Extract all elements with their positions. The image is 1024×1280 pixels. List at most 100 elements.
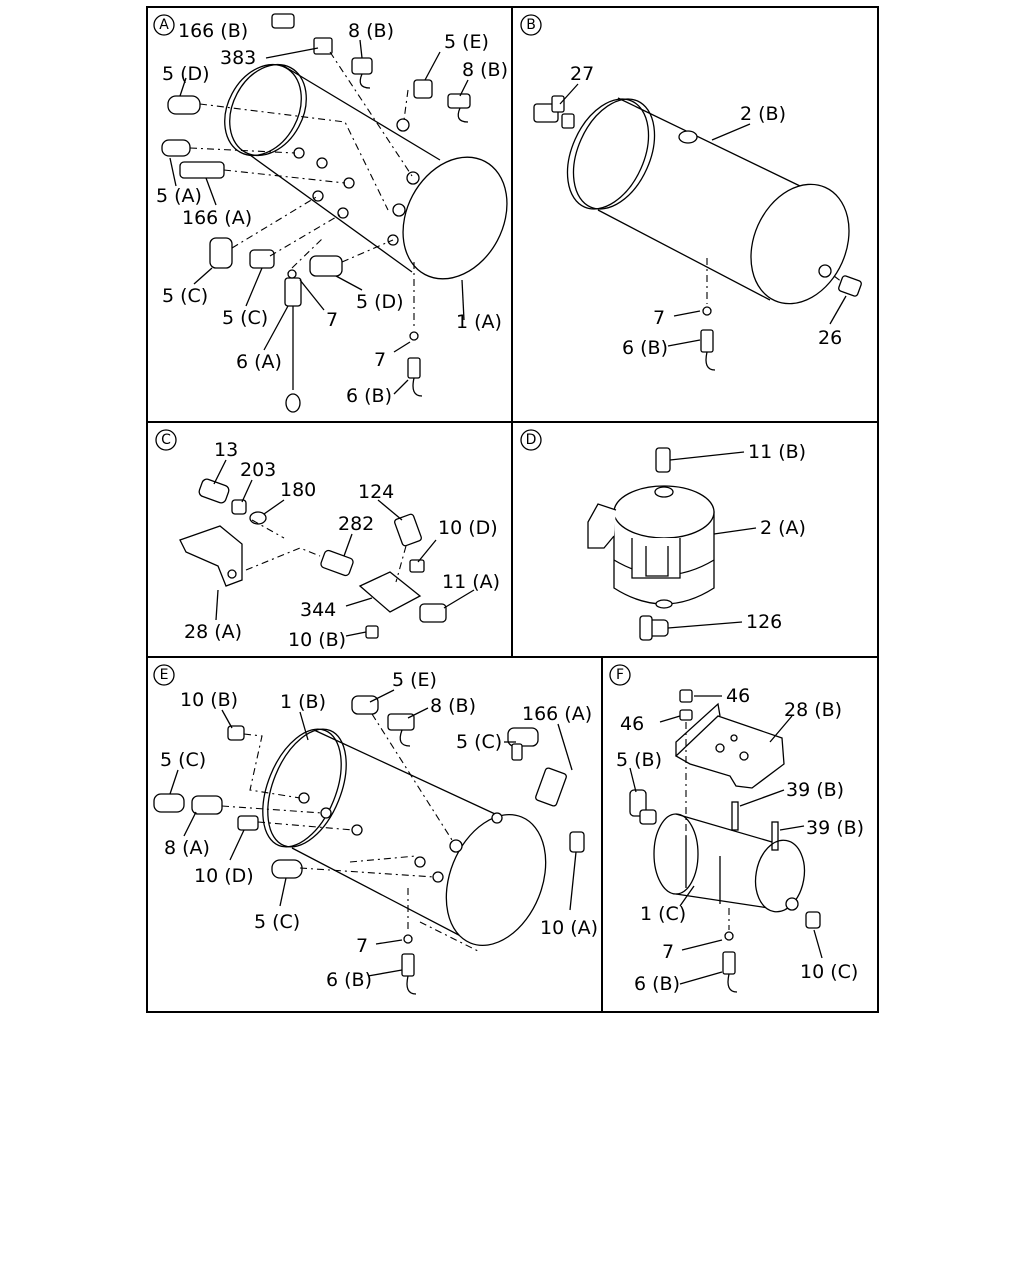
label-46: 46 [726, 685, 750, 707]
label-344: 344 [300, 599, 336, 621]
label-5b: 5 (B) [616, 749, 662, 771]
panel-b-marker: B [520, 14, 542, 36]
label-5e: 5 (E) [392, 669, 437, 691]
label-10c: 10 (C) [800, 961, 858, 983]
panel-c: C [155, 429, 500, 651]
tank-2b [566, 97, 850, 305]
panel-b-fittings [533, 95, 862, 371]
label-7: 7 [326, 309, 338, 331]
panel-d-labels: 11 (B) 2 (A) 126 [746, 441, 806, 633]
label-7-2: 7 [374, 349, 386, 371]
panel-a-marker: A [153, 14, 175, 36]
label-203: 203 [240, 459, 276, 481]
panel-f-marker: F [609, 664, 631, 686]
label-28b: 28 (B) [784, 699, 842, 721]
label-26: 26 [818, 327, 842, 349]
label-166a: 166 (A) [182, 207, 252, 229]
label-5a: 5 (A) [156, 185, 202, 207]
label-27: 27 [570, 63, 594, 85]
label-6b: 6 (B) [326, 969, 372, 991]
label-5d-2: 5 (D) [356, 291, 404, 313]
label-282: 282 [338, 513, 374, 535]
panel-f-labels: 46 46 28 (B) 5 (B) 39 (B) 39 (B) 1 (C) 7… [616, 685, 864, 995]
svg-text:C: C [161, 432, 171, 448]
label-124: 124 [358, 481, 394, 503]
panel-a: A [153, 13, 508, 413]
label-8b: 8 (B) [348, 20, 394, 42]
panel-b: B 27 2 ( [520, 14, 862, 371]
label-28a: 28 (A) [184, 621, 242, 643]
panel-d-marker: D [520, 429, 542, 451]
label-1b: 1 (B) [280, 691, 326, 713]
panel-e-fittings [153, 695, 585, 995]
label-5c-3: 5 (C) [254, 911, 300, 933]
label-46-2: 46 [620, 713, 644, 735]
panel-b-leaders [559, 83, 847, 347]
label-6b: 6 (B) [622, 337, 668, 359]
panel-d: D 11 (B) 2 (A) 126 [520, 429, 806, 641]
label-8a: 8 (A) [164, 837, 210, 859]
label-5c-2: 5 (C) [160, 749, 206, 771]
panel-e-leaders [169, 689, 577, 977]
diagram-frame [146, 6, 879, 1013]
label-2b: 2 (B) [740, 103, 786, 125]
label-7: 7 [653, 307, 665, 329]
label-1c: 1 (C) [640, 903, 686, 925]
label-11a: 11 (A) [442, 571, 500, 593]
label-39b: 39 (B) [786, 779, 844, 801]
bracket-28b [674, 702, 785, 789]
panel-e-labels: 10 (B) 1 (B) 5 (E) 8 (B) 166 (A) 5 (C) 5… [160, 669, 598, 991]
svg-text:D: D [526, 432, 537, 448]
label-166a: 166 (A) [522, 703, 592, 725]
svg-text:B: B [526, 17, 536, 33]
label-39b-2: 39 (B) [806, 817, 864, 839]
panel-f-fittings [629, 689, 821, 993]
tank-1a [224, 63, 508, 280]
label-8b-2: 8 (B) [462, 59, 508, 81]
panel-b-labels: 27 2 (B) 7 6 (B) 26 [570, 63, 842, 359]
panel-e-marker: E [153, 664, 175, 686]
label-11b: 11 (B) [748, 441, 806, 463]
label-6a: 6 (A) [236, 351, 282, 373]
label-5c: 5 (C) [456, 731, 502, 753]
label-13: 13 [214, 439, 238, 461]
panel-d-fittings [639, 447, 671, 641]
label-10b: 10 (B) [180, 689, 238, 711]
panel-c-marker: C [155, 429, 177, 451]
panel-c-labels: 13 203 180 124 282 10 (D) 11 (A) 344 28 … [184, 439, 500, 651]
panel-f-leaders [629, 695, 823, 985]
label-10d: 10 (D) [438, 517, 498, 539]
label-5e: 5 (E) [444, 31, 489, 53]
panel-a-fittings [161, 13, 471, 413]
label-2a: 2 (A) [760, 517, 806, 539]
label-6b: 6 (B) [634, 973, 680, 995]
panel-f: F [609, 664, 864, 995]
canister-2a [587, 485, 715, 609]
panel-e: E [153, 664, 598, 995]
svg-text:A: A [159, 17, 169, 33]
label-10b: 10 (B) [288, 629, 346, 651]
tank-1b [262, 728, 547, 947]
panel-a-leaders [169, 39, 469, 395]
svg-text:E: E [160, 667, 169, 683]
label-126: 126 [746, 611, 782, 633]
label-8b: 8 (B) [430, 695, 476, 717]
svg-text:F: F [616, 667, 624, 683]
label-5c-2: 5 (C) [222, 307, 268, 329]
panel-d-leaders [667, 451, 757, 629]
label-10a: 10 (A) [540, 917, 598, 939]
label-166b: 166 (B) [178, 20, 248, 42]
panel-a-labels: 166 (B) 383 8 (B) 5 (E) 8 (B) 5 (D) 5 (A… [156, 20, 508, 407]
label-5d: 5 (D) [162, 63, 210, 85]
label-7: 7 [662, 941, 674, 963]
label-180: 180 [280, 479, 316, 501]
label-383: 383 [220, 47, 256, 69]
label-7: 7 [356, 935, 368, 957]
label-5c: 5 (C) [162, 285, 208, 307]
label-10d: 10 (D) [194, 865, 254, 887]
label-6b: 6 (B) [346, 385, 392, 407]
panel-c-leaders [213, 459, 475, 637]
tank-1c [653, 813, 806, 913]
label-1a: 1 (A) [456, 311, 502, 333]
